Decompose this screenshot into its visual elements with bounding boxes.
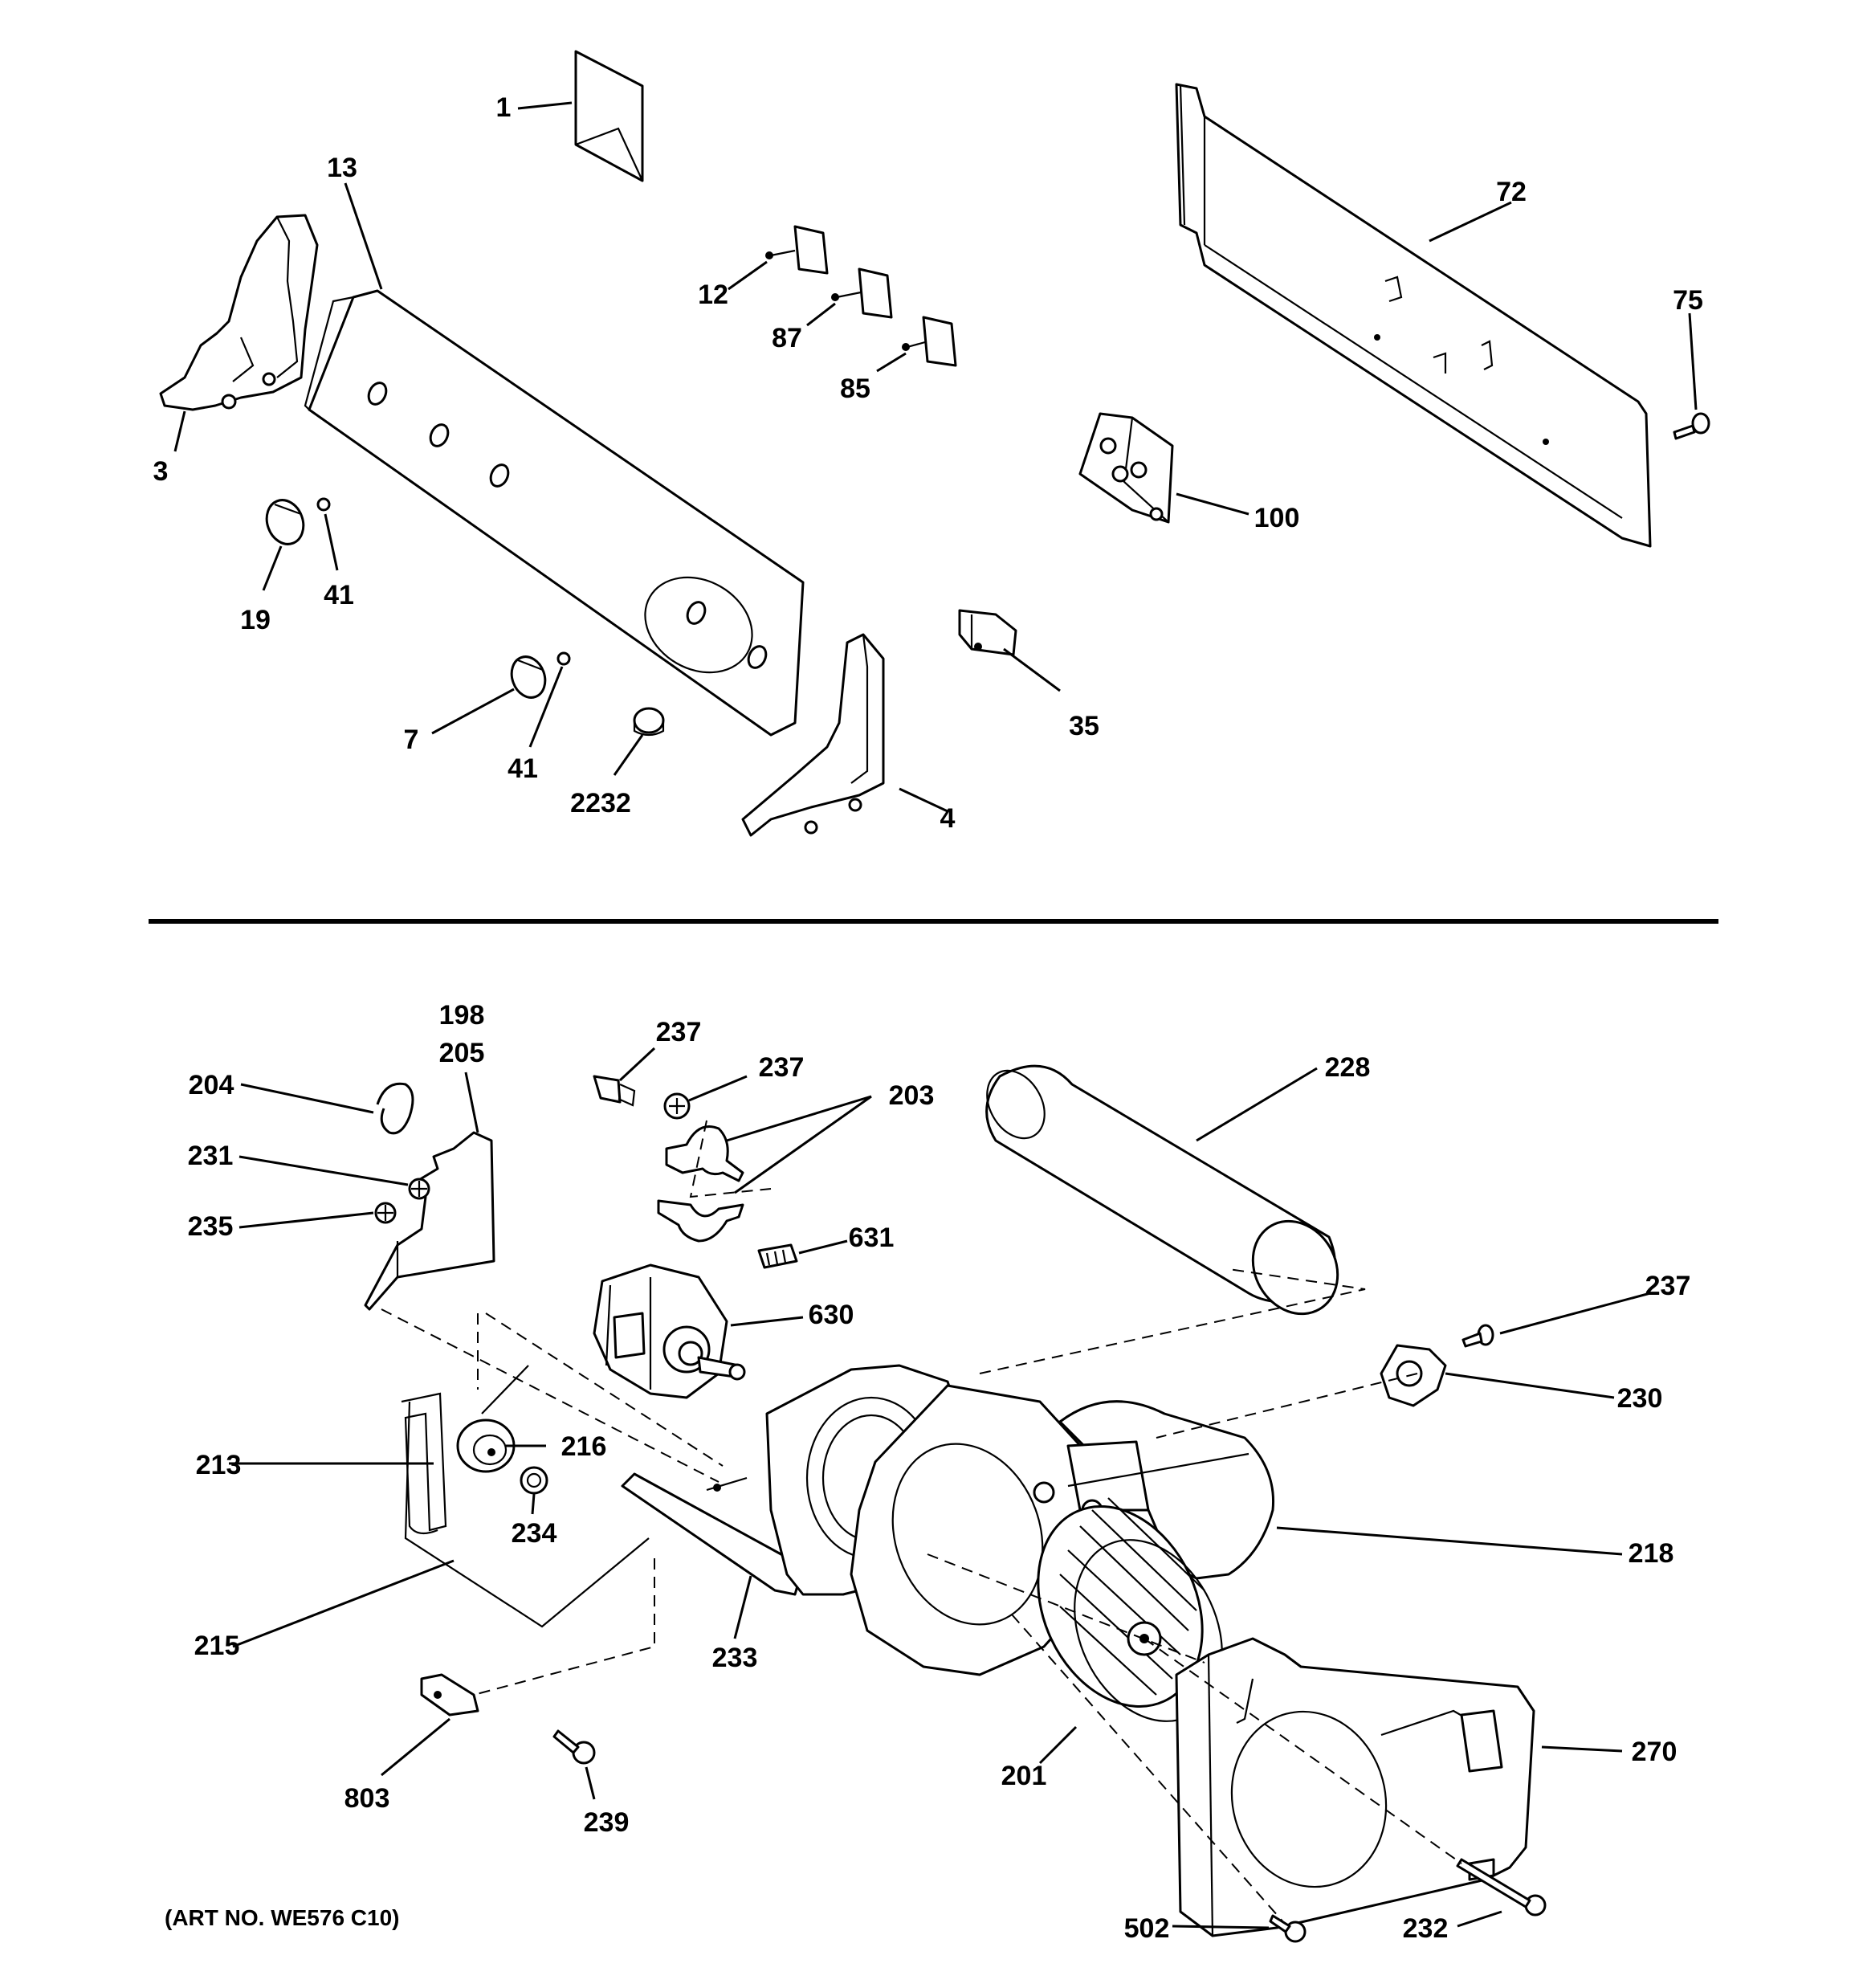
callout-203: 203	[889, 1080, 935, 1111]
part-75-screw	[1673, 412, 1710, 440]
callout-4: 4	[940, 803, 956, 834]
part-630-motor	[593, 1263, 746, 1399]
part-41-clip-b	[556, 651, 571, 666]
part-216-idler-pulley	[456, 1365, 529, 1473]
callout-7: 7	[404, 725, 419, 755]
part-237-screw-c	[1461, 1324, 1494, 1348]
part-803-thermal-fuse	[420, 1673, 479, 1717]
callout-235: 235	[188, 1211, 234, 1242]
part-203-strap-upper	[665, 1125, 744, 1182]
part-12-switch	[765, 225, 829, 275]
part-218-blower-housing	[765, 1364, 1275, 1676]
part-204-clip	[376, 1082, 414, 1135]
callout-239: 239	[584, 1807, 630, 1838]
callout-803: 803	[344, 1783, 390, 1814]
part-502-screw	[1269, 1914, 1307, 1943]
leader-lines-bottom	[229, 1047, 1651, 1929]
callout-233: 233	[712, 1643, 758, 1673]
callout-234: 234	[512, 1518, 557, 1549]
callout-237-c: 237	[1645, 1271, 1691, 1301]
callout-201: 201	[1001, 1761, 1047, 1791]
part-234-pulley-cap	[520, 1466, 548, 1495]
callout-228: 228	[1325, 1052, 1371, 1083]
part-235-screw	[374, 1202, 397, 1224]
callouts-bottom: 198 205 204 231 235 237 237 203 228 631 …	[188, 1000, 1691, 1944]
part-239-screw	[552, 1729, 596, 1765]
callout-198: 198	[439, 1000, 485, 1031]
callout-12: 12	[698, 280, 728, 310]
part-85-switch	[902, 316, 957, 367]
part-203-strap-lower	[657, 1199, 744, 1243]
callout-72: 72	[1496, 177, 1527, 207]
part-1-instructions-sheet	[574, 50, 644, 182]
part-87-switch	[831, 267, 893, 319]
leader-lines-top	[173, 101, 1698, 813]
callout-41-a: 41	[324, 580, 354, 610]
callout-213: 213	[196, 1450, 242, 1480]
part-213-wire	[401, 1392, 447, 1535]
callout-87: 87	[772, 323, 802, 353]
callout-630: 630	[809, 1300, 854, 1330]
callout-502: 502	[1124, 1913, 1170, 1944]
art-number: (ART NO. WE576 C10)	[165, 1905, 400, 1930]
part-19-knob	[265, 499, 305, 545]
part-41-clip-a	[316, 497, 331, 512]
callout-230: 230	[1617, 1383, 1663, 1414]
part-232-screw	[1456, 1858, 1547, 1917]
callout-41-b: 41	[508, 753, 538, 784]
part-201-blower-wheel	[1037, 1497, 1223, 1722]
assembly-dashed-lines	[381, 1120, 1462, 1925]
callout-19: 19	[240, 605, 271, 635]
callout-231: 231	[188, 1141, 234, 1171]
callout-13: 13	[327, 153, 357, 183]
part-228-duct	[985, 1064, 1339, 1316]
part-215-belt	[404, 1401, 650, 1628]
callout-3: 3	[153, 456, 169, 487]
callout-237-a: 237	[656, 1017, 702, 1047]
part-270-blower-cover	[1175, 1637, 1535, 1937]
callout-215: 215	[194, 1631, 240, 1661]
callout-1: 1	[496, 92, 512, 123]
callout-75: 75	[1673, 285, 1703, 316]
part-13-control-panel	[304, 289, 805, 737]
part-3-left-end-cap	[159, 214, 319, 411]
callouts-top: 1 13 3 19 41 7 41 2232 4 12 87 85 72 75 …	[153, 92, 1703, 834]
callout-237-b: 237	[759, 1052, 805, 1083]
callout-218: 218	[1629, 1538, 1674, 1569]
callout-85: 85	[840, 374, 870, 404]
part-35-switch	[958, 609, 1017, 656]
callout-232: 232	[1403, 1913, 1449, 1944]
part-631-connector	[757, 1243, 798, 1269]
callout-205: 205	[439, 1038, 485, 1068]
callout-216: 216	[561, 1431, 607, 1462]
part-4-right-end-cap	[741, 633, 885, 837]
callout-204: 204	[189, 1070, 234, 1100]
callout-35: 35	[1069, 711, 1099, 741]
part-100-timer	[1078, 412, 1174, 524]
callout-631: 631	[849, 1223, 895, 1253]
part-231-screw	[408, 1178, 430, 1200]
part-2232-cap	[633, 707, 665, 737]
part-237-bolt-a	[593, 1075, 636, 1107]
callout-2232: 2232	[570, 788, 631, 818]
part-230-thermostat	[1380, 1344, 1447, 1407]
part-237-screw-b	[663, 1092, 691, 1120]
part-7-knob	[510, 655, 547, 699]
callout-270: 270	[1632, 1737, 1678, 1767]
callout-100: 100	[1254, 503, 1300, 533]
part-72-rear-panel	[1175, 83, 1652, 548]
